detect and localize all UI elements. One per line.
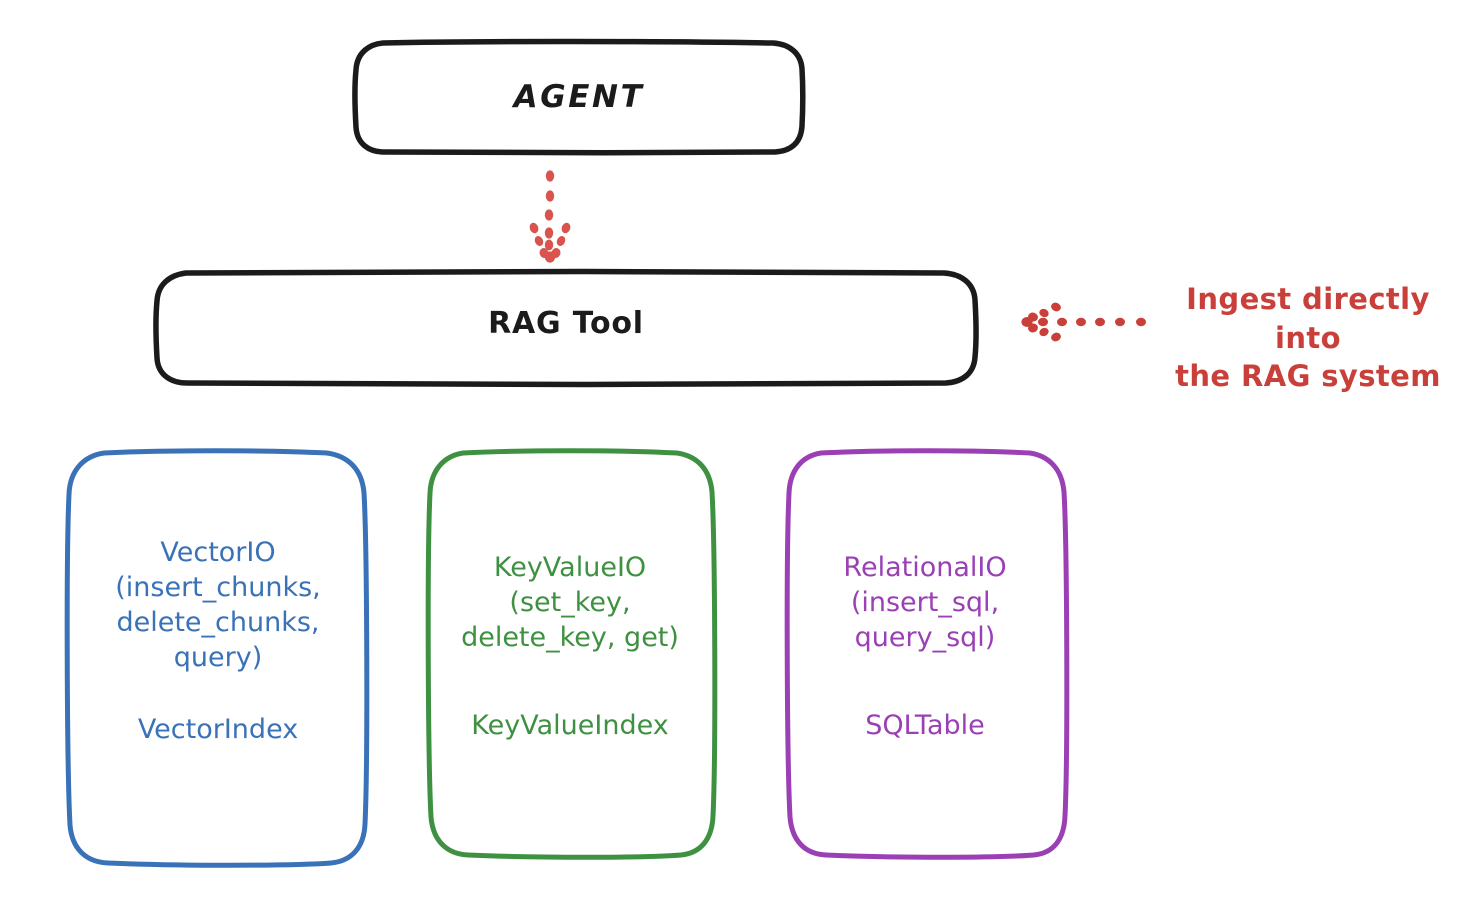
ingest-annotation-label: Ingest directly into the RAG system: [1175, 282, 1441, 394]
ingest-arrow-connector: [1021, 302, 1146, 342]
rag-tool-node-label: RAG Tool: [488, 306, 644, 341]
relational-io-api-label: RelationalIO (insert_sql, query_sql): [843, 552, 1007, 654]
vector-io-index-label: VectorIndex: [137, 714, 299, 745]
agent-node-label: AGENT: [513, 79, 645, 115]
vector-io-api-label: VectorIO (insert_chunks, delete_chunks, …: [115, 537, 321, 674]
key-value-io-api-label: KeyValueIO (set_key, delete_key, get): [461, 552, 679, 654]
relational-io-index-label: SQLTable: [865, 710, 985, 741]
agent-to-rag-connector: [529, 170, 571, 263]
key-value-io-index-label: KeyValueIndex: [471, 710, 669, 741]
